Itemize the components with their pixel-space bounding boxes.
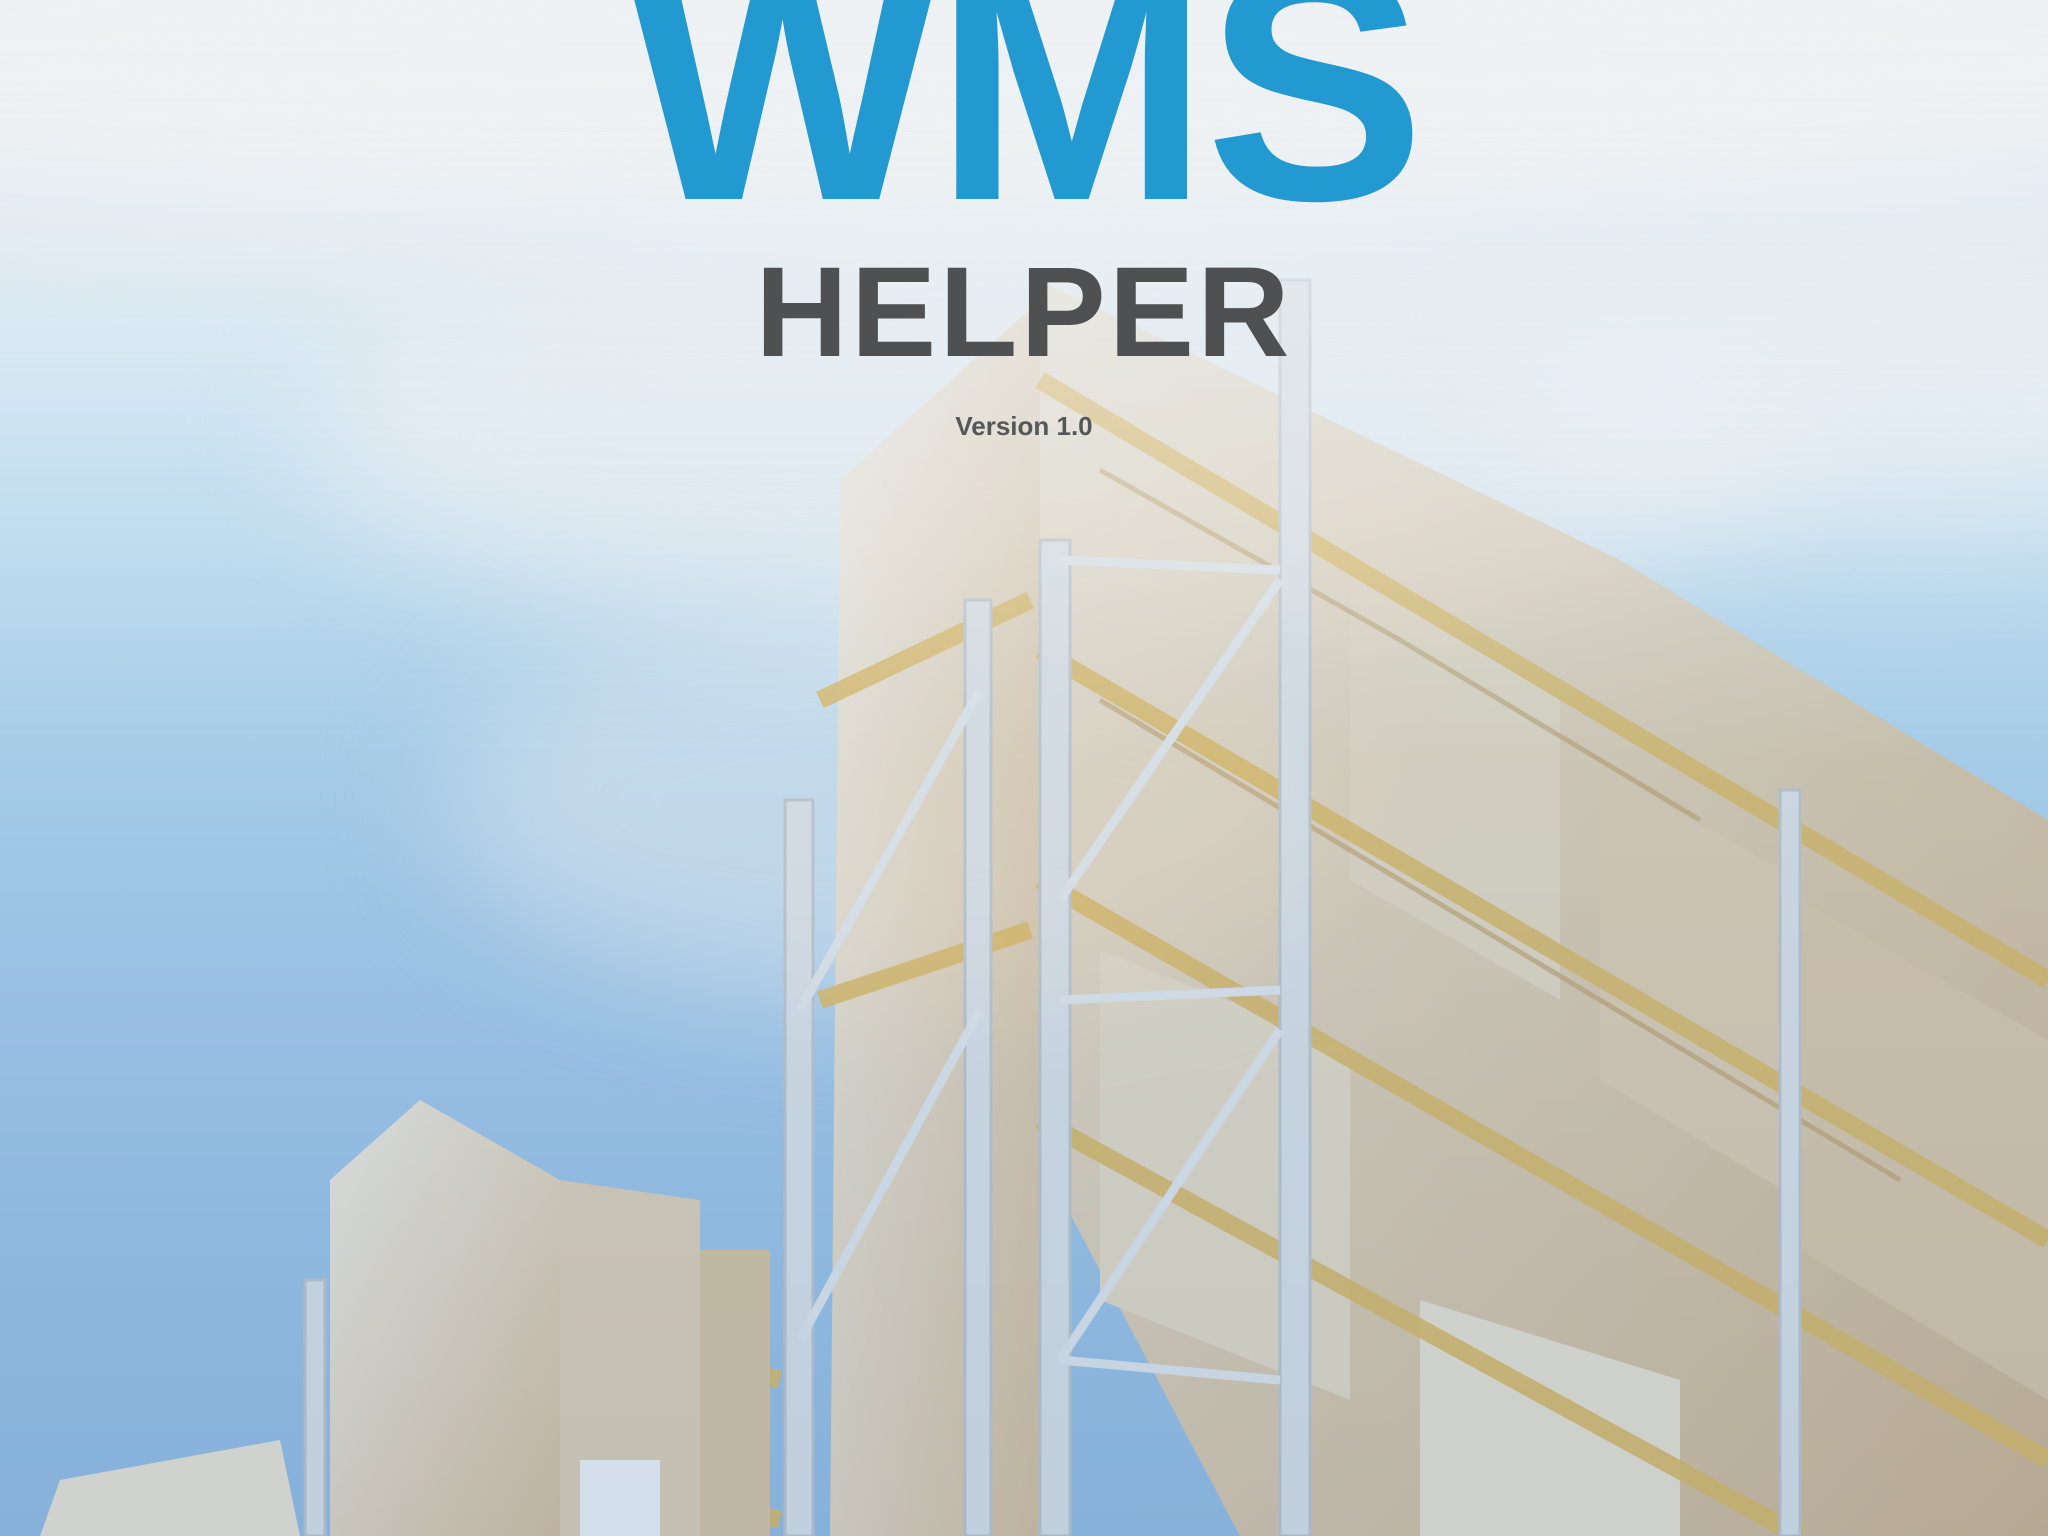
app-title-block: WMS HELPER Version 1.0 <box>0 0 2048 460</box>
app-title: WMS <box>626 0 1425 269</box>
app-subtitle: HELPER <box>755 241 1293 384</box>
pallet-rack-left <box>40 1100 770 1536</box>
version-label: Version 1.0 <box>955 411 1093 441</box>
